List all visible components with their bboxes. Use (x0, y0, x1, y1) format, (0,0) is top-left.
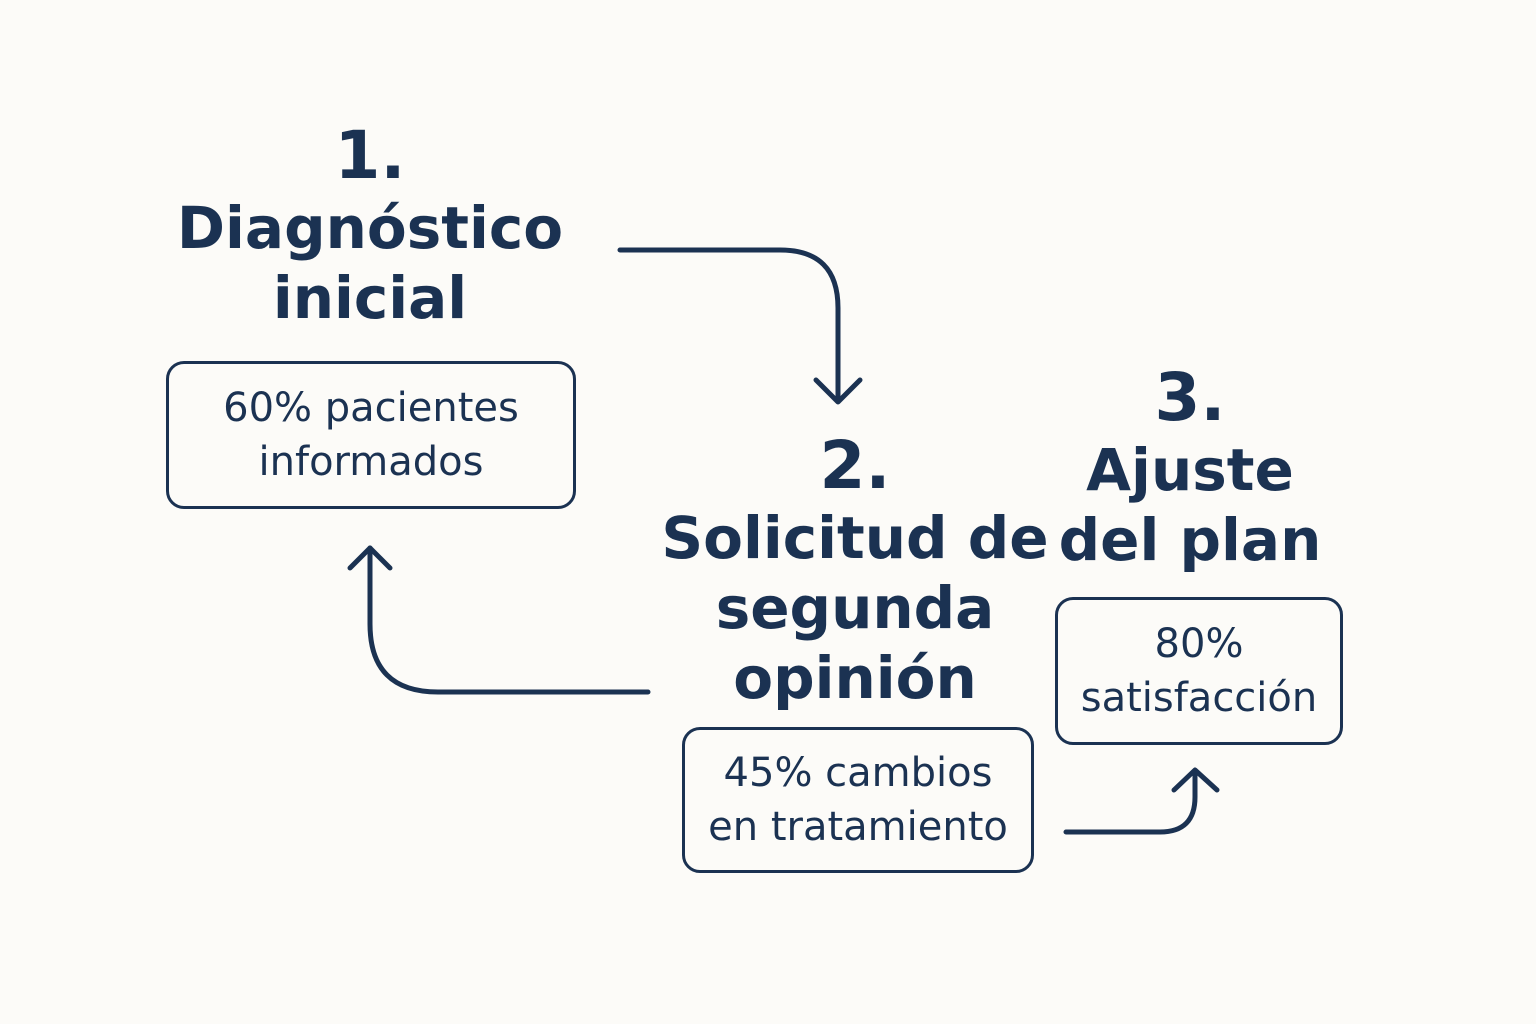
step-diagnostico: 1. Diagnóstico inicial (140, 117, 600, 333)
arrow-curved-up-icon (1063, 767, 1220, 835)
step-number: 1. (334, 117, 406, 194)
step-title-line: Diagnóstico (176, 193, 564, 262)
step-ajuste-plan: 3. Ajuste del plan (1030, 359, 1350, 575)
stat-box-diagnostico: 60% pacientes informados (166, 361, 576, 509)
step-title-line: del plan (1058, 505, 1322, 574)
stat-line: 45% cambios (723, 750, 993, 796)
step-number: 3. (1154, 359, 1226, 436)
stat-line: 60% pacientes (223, 385, 519, 431)
stat-line: 80% (1154, 621, 1244, 667)
step-title-line: Ajuste (1086, 435, 1294, 504)
step-title-line: inicial (272, 263, 468, 332)
stat-line: satisfacción (1080, 675, 1318, 721)
arrow-curved-up-return-icon (347, 545, 651, 695)
step-segunda-opinion: 2. Solicitud de segunda opinión (630, 427, 1080, 713)
step-title-line: opinión (733, 643, 977, 712)
step-title-line: segunda (715, 573, 995, 642)
stat-box-ajuste-plan: 80% satisfacción (1055, 597, 1343, 745)
stat-line: informados (258, 439, 484, 485)
stat-line: en tratamiento (708, 804, 1008, 850)
arrow-curved-down-icon (617, 247, 863, 405)
step-title-line: Solicitud de (661, 503, 1049, 572)
stat-box-segunda-opinion: 45% cambios en tratamiento (682, 727, 1034, 873)
step-number: 2. (819, 427, 891, 504)
